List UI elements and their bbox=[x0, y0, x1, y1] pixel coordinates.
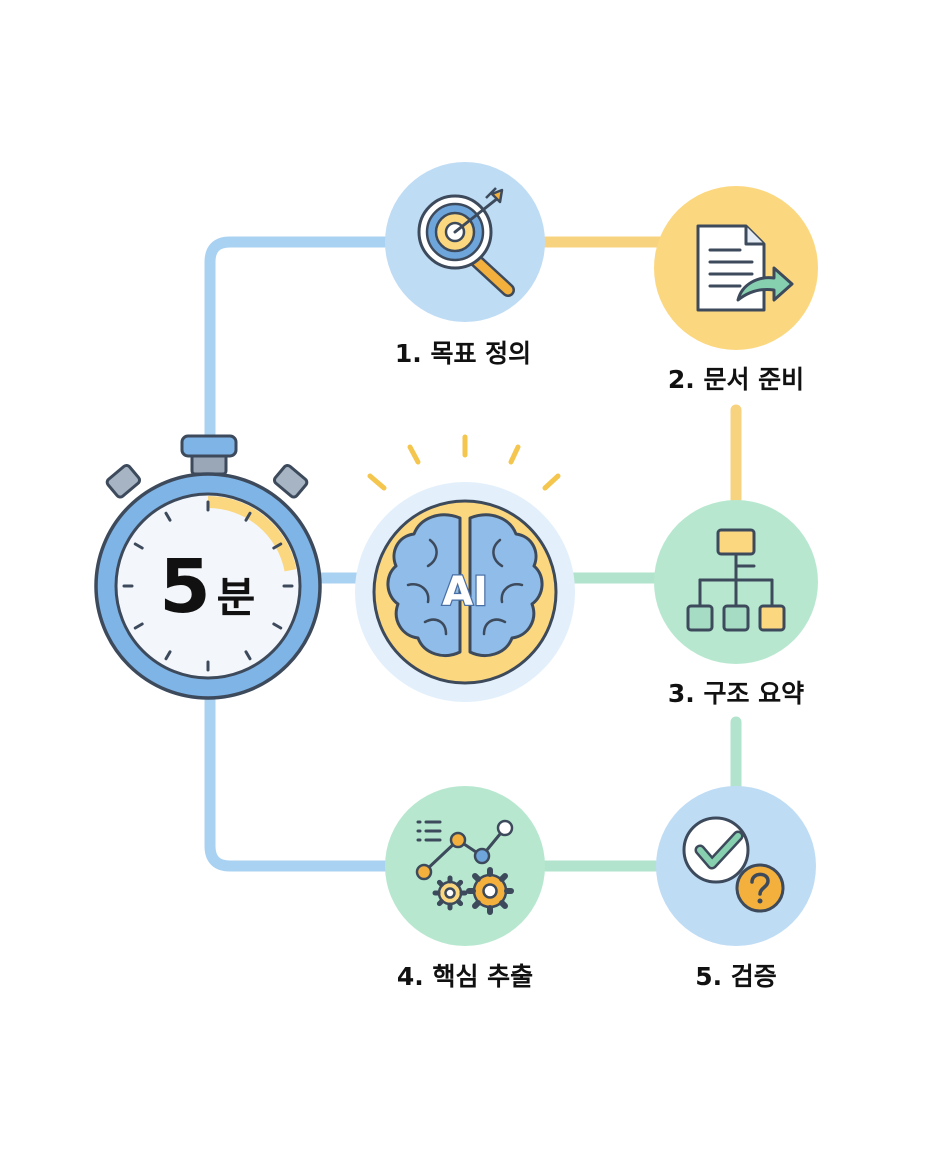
step-4-circle bbox=[385, 786, 545, 946]
stopwatch-left-button bbox=[105, 463, 142, 499]
stopwatch-tick bbox=[164, 511, 172, 522]
ai-label: AI bbox=[442, 569, 488, 615]
connector-timer-to-step1 bbox=[204, 236, 401, 446]
stopwatch-tick bbox=[272, 542, 283, 550]
stopwatch-tick bbox=[244, 511, 252, 522]
hierarchy-icon bbox=[686, 528, 786, 632]
timer-unit: 분 bbox=[217, 573, 256, 622]
step-5-label: 5. 검증 bbox=[695, 962, 777, 991]
stopwatch: 5 분 bbox=[94, 434, 322, 700]
step-2: 2. 문서 준비 bbox=[654, 186, 818, 394]
step-1-label: 1. 목표 정의 bbox=[395, 339, 531, 368]
stopwatch-tick bbox=[133, 622, 144, 630]
step-4: 4. 핵심 추출 bbox=[385, 786, 545, 991]
timer-digit: 5 bbox=[159, 544, 211, 630]
large-gear bbox=[466, 867, 514, 915]
stopwatch-tick bbox=[272, 622, 283, 630]
brain-left-hemisphere bbox=[386, 513, 462, 657]
stopwatch-crown bbox=[180, 434, 238, 458]
step-3-label: 3. 구조 요약 bbox=[668, 679, 804, 708]
stopwatch-face bbox=[114, 492, 302, 680]
brain-icon bbox=[386, 513, 544, 657]
brain-right-hemisphere bbox=[468, 513, 544, 657]
stopwatch-tick bbox=[164, 650, 172, 661]
stopwatch-tick bbox=[244, 650, 252, 661]
small-gear bbox=[432, 875, 468, 911]
step-1: 1. 목표 정의 bbox=[385, 162, 545, 368]
document-arrow-icon bbox=[696, 224, 794, 312]
ai-rays bbox=[367, 434, 561, 491]
check-question-icon bbox=[682, 816, 785, 913]
step-5: 5. 검증 bbox=[656, 786, 816, 991]
connectors bbox=[204, 236, 742, 872]
ai-brain: AI bbox=[355, 434, 575, 702]
stopwatch-tick bbox=[133, 542, 144, 550]
step-4-label: 4. 핵심 추출 bbox=[397, 962, 533, 991]
chart-gears-icon bbox=[415, 819, 514, 915]
stopwatch-ticks bbox=[122, 500, 294, 672]
step-2-label: 2. 문서 준비 bbox=[668, 365, 804, 394]
step-3: 3. 구조 요약 bbox=[654, 500, 818, 708]
stopwatch-right-button bbox=[272, 463, 309, 499]
connector-timer-to-step4 bbox=[204, 684, 401, 872]
stopwatch-elapsed-arc bbox=[207, 496, 297, 572]
target-magnifier-icon bbox=[417, 187, 515, 297]
